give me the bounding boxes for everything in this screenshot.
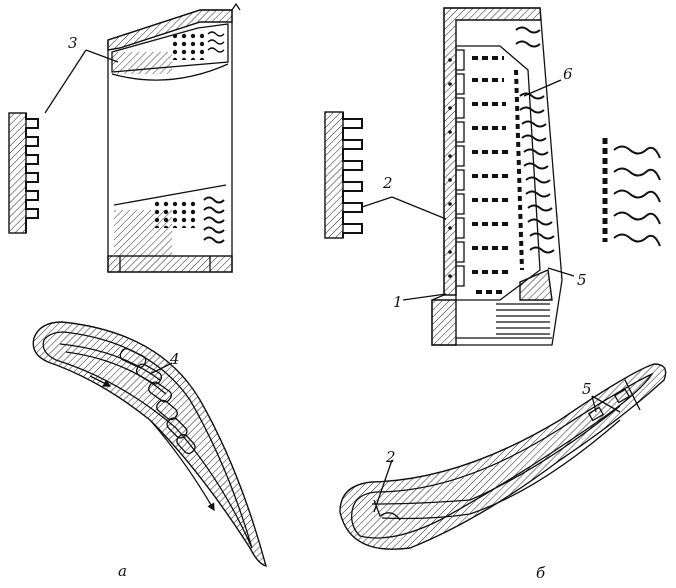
label-1: 1 [393, 293, 403, 311]
cooling-channel-detail [602, 138, 661, 247]
label-2-top: 2 [382, 174, 393, 192]
blade-left [107, 2, 241, 273]
leader-5-top [547, 267, 575, 277]
label-6: 6 [563, 65, 573, 83]
caption-b: б [536, 564, 546, 582]
caption-a: а [118, 562, 127, 580]
label-5-bottom: 5 [582, 380, 592, 398]
leader-3a [44, 49, 87, 114]
comb-section-left [8, 112, 39, 234]
leader-6 [523, 79, 562, 97]
blade-right [431, 7, 563, 346]
label-4: 4 [169, 350, 180, 368]
leader-3b [85, 49, 119, 63]
leader-1 [402, 293, 447, 301]
label-3: 3 [68, 34, 78, 52]
leader-2b [391, 196, 447, 220]
label-5-top: 5 [577, 271, 587, 289]
label-2-bottom: 2 [385, 448, 396, 466]
leader-2a [361, 196, 393, 208]
airfoil-profile-a [32, 321, 267, 567]
comb-section-right [324, 111, 363, 239]
airfoil-profile-b [339, 363, 667, 550]
